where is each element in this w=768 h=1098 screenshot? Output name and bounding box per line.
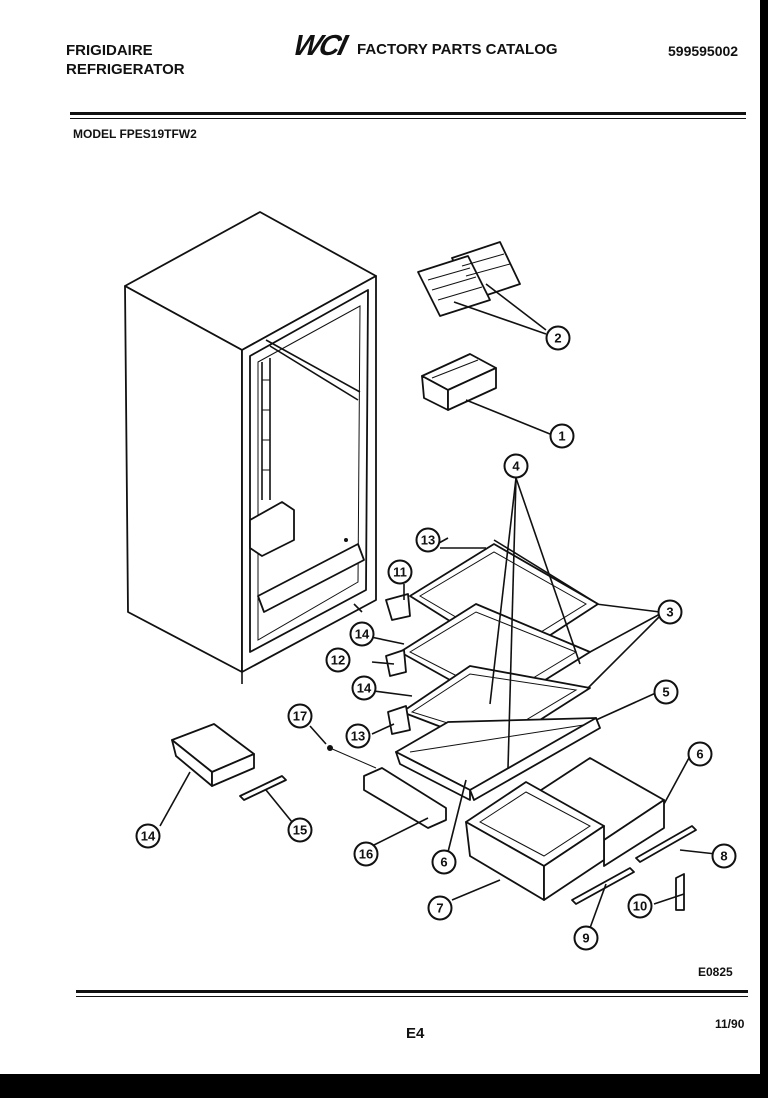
callout-2: 2	[545, 325, 571, 351]
product-type: REFRIGERATOR	[66, 61, 185, 78]
leader-lines	[159, 283, 717, 929]
exploded-parts-diagram: 1 2 3 4 5 6 6 7 8 9 10 11 12 13 13 14 14…	[124, 211, 737, 951]
callout-13: 13	[345, 723, 371, 749]
svg-text:17: 17	[293, 709, 307, 724]
callout-8: 8	[711, 843, 737, 869]
callout-14-middle: 14	[349, 621, 375, 647]
ice-trays-drawing	[417, 241, 521, 317]
svg-text:14: 14	[355, 627, 370, 642]
callout-4: 4	[503, 453, 529, 479]
ice-bin-drawing	[421, 353, 497, 411]
brand-name: FRIGIDAIRE	[66, 42, 153, 59]
svg-text:5: 5	[662, 685, 669, 700]
callout-15: 14	[135, 823, 161, 849]
callout-7: 7	[427, 895, 453, 921]
footer-rule-thin	[76, 996, 748, 997]
svg-text:6: 6	[696, 747, 703, 762]
callout-1: 1	[549, 423, 575, 449]
model-label: MODEL FPES19TFW2	[73, 127, 197, 141]
svg-text:14: 14	[141, 829, 156, 844]
svg-text:7: 7	[436, 901, 443, 916]
callout-18: 17	[287, 703, 313, 729]
catalog-number: 599595002	[668, 43, 739, 59]
header-rule-thin	[70, 118, 746, 119]
svg-text:3: 3	[666, 605, 673, 620]
svg-text:11: 11	[393, 565, 407, 580]
svg-text:12: 12	[331, 653, 345, 668]
page-number: E4	[406, 1025, 425, 1042]
crisper-cover-drawing	[395, 717, 601, 801]
callout-10: 10	[627, 893, 653, 919]
svg-text:13: 13	[351, 729, 365, 744]
catalog-page: FRIGIDAIRE REFRIGERATOR WCI FACTORY PART…	[0, 0, 760, 1074]
crisper-drawers-drawing	[465, 757, 665, 901]
svg-text:4: 4	[512, 459, 520, 474]
callout-6-cover: 6	[431, 849, 457, 875]
cabinet-drawing	[124, 211, 377, 684]
svg-text:6: 6	[440, 855, 447, 870]
callout-9: 9	[573, 925, 599, 951]
svg-text:16: 16	[359, 847, 373, 862]
catalog-title: FACTORY PARTS CATALOG	[357, 41, 558, 58]
callout-3: 3	[657, 599, 683, 625]
svg-text:1: 1	[558, 429, 565, 444]
callout-17: 16	[353, 841, 379, 867]
svg-text:15: 15	[293, 823, 307, 838]
svg-text:8: 8	[720, 849, 727, 864]
svg-text:2: 2	[554, 331, 561, 346]
freezer-basket-drawing	[171, 723, 287, 801]
small-parts-drawing	[327, 745, 697, 911]
footer-rule-thick	[76, 990, 748, 993]
header-rule-thick	[70, 112, 746, 115]
callout-14-bottom: 14	[351, 675, 377, 701]
callout-11: 11	[387, 559, 413, 585]
callout-6-drawer: 6	[687, 741, 713, 767]
svg-text:10: 10	[633, 899, 647, 914]
diagram-code: E0825	[698, 965, 733, 979]
revision-date: 11/90	[715, 1017, 745, 1031]
svg-text:14: 14	[357, 681, 372, 696]
callout-5: 5	[653, 679, 679, 705]
callout-14-top: 13	[415, 527, 441, 553]
callout-12: 12	[325, 647, 351, 673]
brand-block: FRIGIDAIRE REFRIGERATOR	[66, 41, 185, 79]
svg-text:9: 9	[582, 931, 589, 946]
callout-16: 15	[287, 817, 313, 843]
svg-text:13: 13	[421, 533, 435, 548]
shelves-drawing	[385, 539, 599, 749]
